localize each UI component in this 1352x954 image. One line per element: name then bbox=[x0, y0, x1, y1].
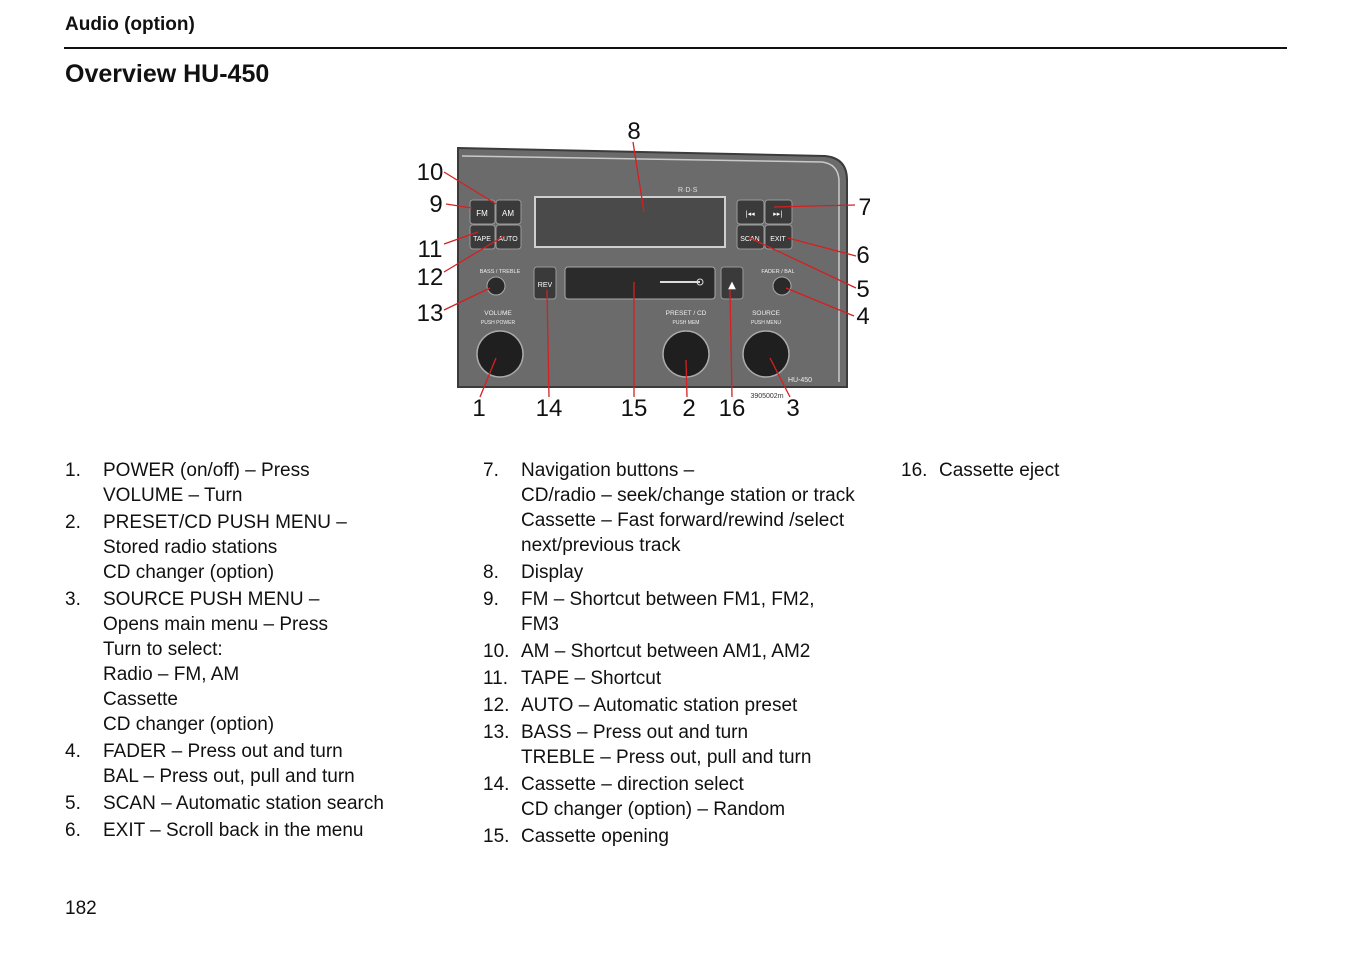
page-number: 182 bbox=[65, 898, 97, 919]
prev-button[interactable]: |◂◂ bbox=[736, 199, 765, 225]
source-knob[interactable] bbox=[742, 330, 790, 378]
legend-item: 15.Cassette opening bbox=[483, 826, 669, 847]
callout-14: 14 bbox=[536, 395, 563, 422]
source-label: SOURCE bbox=[752, 310, 780, 317]
callout-13: 13 bbox=[417, 300, 444, 327]
fader-bal-knob[interactable] bbox=[772, 276, 792, 296]
fader-bal-label: FADER / BAL bbox=[761, 269, 794, 275]
callout-lines bbox=[443, 141, 857, 398]
model-label: HU-450 bbox=[788, 377, 812, 384]
callout-2: 2 bbox=[682, 395, 695, 422]
page-title: Overview HU-450 bbox=[65, 60, 270, 88]
legend-item: 10.AM – Shortcut between AM1, AM2 bbox=[483, 641, 811, 662]
header-rule bbox=[64, 47, 1287, 49]
svg-text:AUTO: AUTO bbox=[498, 236, 518, 243]
svg-text:▸▸|: ▸▸| bbox=[773, 210, 782, 218]
callout-6: 6 bbox=[856, 242, 869, 269]
callout-4: 4 bbox=[856, 303, 869, 330]
callout-16: 16 bbox=[719, 395, 746, 422]
callout-10: 10 bbox=[417, 159, 444, 186]
callout-8: 8 bbox=[627, 118, 640, 145]
callout-7: 7 bbox=[858, 194, 870, 221]
svg-text:REV: REV bbox=[538, 282, 553, 289]
callout-numbers: 8 10 9 11 12 13 7 6 5 4 1 14 15 2 16 3 bbox=[417, 118, 870, 422]
source-sublabel: PUSH MENU bbox=[751, 320, 781, 326]
eject-button[interactable]: ▲ bbox=[720, 266, 744, 300]
callout-11: 11 bbox=[418, 236, 443, 263]
svg-text:TAPE: TAPE bbox=[473, 236, 491, 243]
legend-item: 3.SOURCE PUSH MENU –Opens main menu – Pr… bbox=[65, 589, 328, 735]
cassette-opening-dot bbox=[696, 278, 704, 286]
callout-1: 1 bbox=[472, 395, 485, 422]
image-code: 3905002m bbox=[750, 393, 783, 400]
legend-column-2: 7.Navigation buttons –CD/radio – seek/ch… bbox=[483, 458, 883, 851]
legend-item: 16.Cassette eject bbox=[901, 460, 1060, 481]
callout-5: 5 bbox=[856, 276, 869, 303]
auto-button[interactable]: AUTO bbox=[495, 224, 522, 250]
legend-column-3: 16.Cassette eject bbox=[901, 458, 1301, 485]
preset-label: PRESET / CD bbox=[666, 310, 707, 317]
svg-text:SCAN: SCAN bbox=[740, 236, 759, 243]
volume-label: VOLUME bbox=[484, 310, 512, 317]
rds-logo: R·D·S bbox=[678, 187, 698, 194]
radio-panel-figure: R·D·S FM AM TAPE AUTO |◂◂ ▸▸| SCAN EXIT … bbox=[417, 118, 870, 422]
next-button[interactable]: ▸▸| bbox=[764, 199, 793, 225]
bass-treble-label: BASS / TREBLE bbox=[480, 269, 521, 275]
legend-item: 7.Navigation buttons –CD/radio – seek/ch… bbox=[483, 460, 855, 556]
legend-item: 2.PRESET/CD PUSH MENU –Stored radio stat… bbox=[65, 512, 347, 583]
cassette-slot bbox=[564, 266, 716, 300]
legend-item: 5.SCAN – Automatic station search bbox=[65, 793, 384, 814]
svg-text:EXIT: EXIT bbox=[770, 236, 786, 243]
preset-sublabel: PUSH MEM bbox=[673, 320, 700, 326]
legend-item: 9.FM – Shortcut between FM1, FM2,FM3 bbox=[483, 589, 815, 635]
svg-text:FM: FM bbox=[476, 209, 488, 218]
callout-9: 9 bbox=[429, 191, 442, 218]
exit-button[interactable]: EXIT bbox=[764, 224, 793, 250]
legend-item: 12.AUTO – Automatic station preset bbox=[483, 695, 798, 716]
legend-item: 8.Display bbox=[483, 562, 584, 583]
callout-15: 15 bbox=[621, 395, 648, 422]
svg-text:|◂◂: |◂◂ bbox=[745, 210, 755, 218]
svg-text:AM: AM bbox=[502, 209, 514, 218]
rev-button[interactable]: REV bbox=[533, 266, 557, 300]
volume-knob[interactable] bbox=[476, 330, 524, 378]
callout-12: 12 bbox=[417, 264, 444, 291]
am-button[interactable]: AM bbox=[495, 199, 522, 225]
callout-3: 3 bbox=[786, 395, 799, 422]
section-label: Audio (option) bbox=[65, 14, 195, 35]
volume-sublabel: PUSH POWER bbox=[481, 320, 516, 326]
scan-button[interactable]: SCAN bbox=[736, 224, 765, 250]
svg-text:▲: ▲ bbox=[728, 280, 736, 291]
legend-item: 6.EXIT – Scroll back in the menu bbox=[65, 820, 364, 841]
legend-item: 11.TAPE – Shortcut bbox=[483, 668, 662, 689]
fm-button[interactable]: FM bbox=[469, 199, 496, 225]
display bbox=[534, 196, 726, 248]
faceplate-highlight bbox=[461, 155, 840, 382]
tape-button[interactable]: TAPE bbox=[469, 224, 496, 250]
bass-treble-knob[interactable] bbox=[486, 276, 506, 296]
